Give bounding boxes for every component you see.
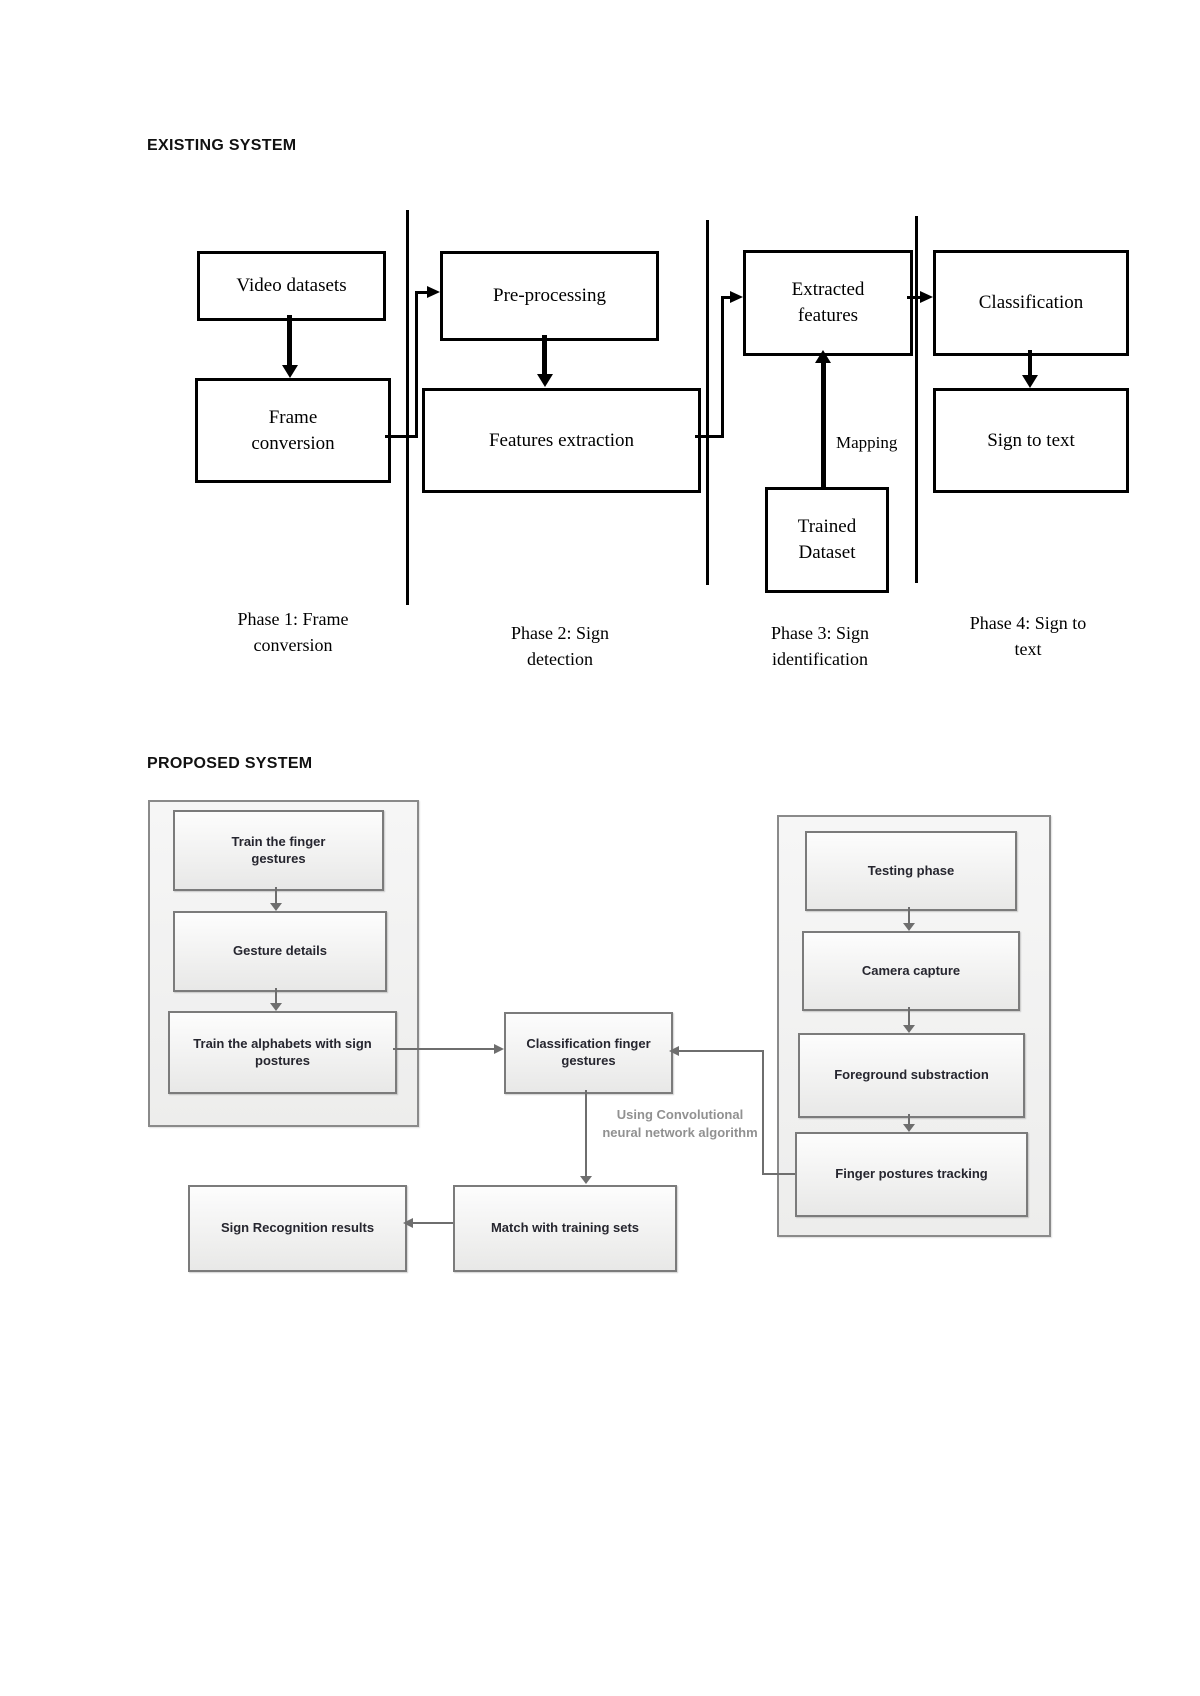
pre-processing-box: Pre-processing: [440, 251, 659, 341]
arrow-head-down-icon: [903, 1025, 915, 1033]
existing-system-title: EXISTING SYSTEM: [147, 137, 297, 154]
connector-segment: [412, 1222, 453, 1224]
connector-segment: [762, 1050, 764, 1175]
connector-segment: [763, 1173, 795, 1175]
connector-segment: [393, 1048, 495, 1050]
frame-conversion-label: Frame conversion: [251, 406, 335, 454]
match-training-sets-label: Match with training sets: [490, 1220, 640, 1236]
connector-segment: [415, 291, 418, 438]
camera-capture-label: Camera capture: [861, 962, 961, 978]
arrow-shaft: [585, 1090, 587, 1177]
classification-finger-gestures-label: Classification finger gestures: [526, 1036, 651, 1068]
arrow-head-right-icon: [427, 286, 440, 298]
arrow-shaft: [275, 988, 277, 1004]
phase-divider-2: [706, 220, 709, 585]
gesture-details-label: Gesture details: [233, 943, 327, 959]
features-extraction-label: Features extraction: [488, 429, 635, 451]
classification-finger-gestures-box: Classification finger gestures: [504, 1012, 673, 1094]
arrow-shaft: [287, 315, 292, 366]
arrow-head-down-icon: [903, 923, 915, 931]
arrow-shaft: [908, 1114, 910, 1125]
arrow-shaft: [275, 887, 277, 904]
sign-recognition-results-box: Sign Recognition results: [188, 1185, 407, 1272]
arrow-shaft: [908, 1007, 910, 1026]
arrow-head-down-icon: [1022, 375, 1038, 388]
sign-to-text-label: Sign to text: [987, 429, 1075, 451]
arrow-shaft: [542, 335, 547, 375]
train-finger-gestures-label: Train the finger gestures: [231, 833, 326, 866]
trained-dataset-label: Trained Dataset: [797, 516, 857, 563]
finger-postures-tracking-box: Finger postures tracking: [795, 1132, 1028, 1217]
classification-box: Classification: [933, 250, 1129, 356]
arrow-shaft: [1028, 350, 1032, 376]
arrow-head-left-icon: [669, 1046, 679, 1056]
connector-segment: [907, 296, 922, 299]
phase-1-label: Phase 1: Frame conversion: [237, 609, 349, 656]
arrow-head-down-icon: [903, 1124, 915, 1132]
camera-capture-box: Camera capture: [802, 931, 1020, 1011]
testing-phase-box: Testing phase: [805, 831, 1017, 911]
phase-divider-3: [915, 216, 918, 583]
phase-3-label: Phase 3: Sign identification: [770, 623, 869, 670]
arrow-head-right-icon: [920, 291, 933, 303]
connector-segment: [415, 291, 428, 294]
frame-conversion-box: Frame conversion: [195, 378, 391, 483]
train-alphabets-box: Train the alphabets with sign postures: [168, 1011, 397, 1094]
connector-segment: [721, 296, 724, 438]
arrow-head-right-icon: [494, 1044, 504, 1054]
phase-divider-1: [406, 210, 409, 605]
sign-to-text-box: Sign to text: [933, 388, 1129, 493]
match-training-sets-box: Match with training sets: [453, 1185, 677, 1272]
gesture-details-box: Gesture details: [173, 911, 387, 992]
sign-recognition-results-label: Sign Recognition results: [220, 1220, 375, 1236]
arrow-shaft: [821, 362, 826, 487]
finger-postures-tracking-label: Finger postures tracking: [835, 1166, 988, 1182]
arrow-head-left-icon: [403, 1218, 413, 1228]
arrow-head-up-icon: [815, 350, 831, 363]
arrow-head-down-icon: [270, 903, 282, 911]
arrow-head-down-icon: [537, 374, 553, 387]
foreground-substraction-label: Foreground substraction: [834, 1067, 989, 1083]
trained-dataset-box: Trained Dataset: [765, 487, 889, 593]
connector-segment: [695, 435, 724, 438]
arrow-head-down-icon: [580, 1176, 592, 1184]
phase-2-label: Phase 2: Sign detection: [510, 623, 609, 670]
proposed-system-title: PROPOSED SYSTEM: [147, 755, 313, 772]
features-extraction-box: Features extraction: [422, 388, 701, 493]
arrow-head-down-icon: [270, 1003, 282, 1011]
cnn-algorithm-note: Using Convolutional neural network algor…: [602, 1107, 758, 1140]
classification-label: Classification: [978, 292, 1084, 314]
train-finger-gestures-box: Train the finger gestures: [173, 810, 384, 891]
video-datasets-label: Video datasets: [236, 275, 347, 297]
arrow-shaft: [908, 907, 910, 924]
foreground-substraction-box: Foreground substraction: [798, 1033, 1025, 1118]
mapping-edge-label: Mapping: [836, 433, 898, 452]
extracted-features-label: Extracted features: [791, 279, 865, 326]
arrow-head-down-icon: [282, 365, 298, 378]
testing-phase-label: Testing phase: [867, 862, 955, 878]
pre-processing-label: Pre-processing: [493, 285, 606, 307]
connector-segment: [721, 296, 731, 299]
arrow-head-right-icon: [730, 291, 743, 303]
video-datasets-box: Video datasets: [197, 251, 386, 321]
connector-segment: [385, 435, 418, 438]
connector-segment: [679, 1050, 763, 1052]
train-alphabets-label: Train the alphabets with sign postures: [193, 1035, 372, 1068]
phase-4-label: Phase 4: Sign to text: [969, 613, 1087, 660]
extracted-features-box: Extracted features: [743, 250, 913, 356]
